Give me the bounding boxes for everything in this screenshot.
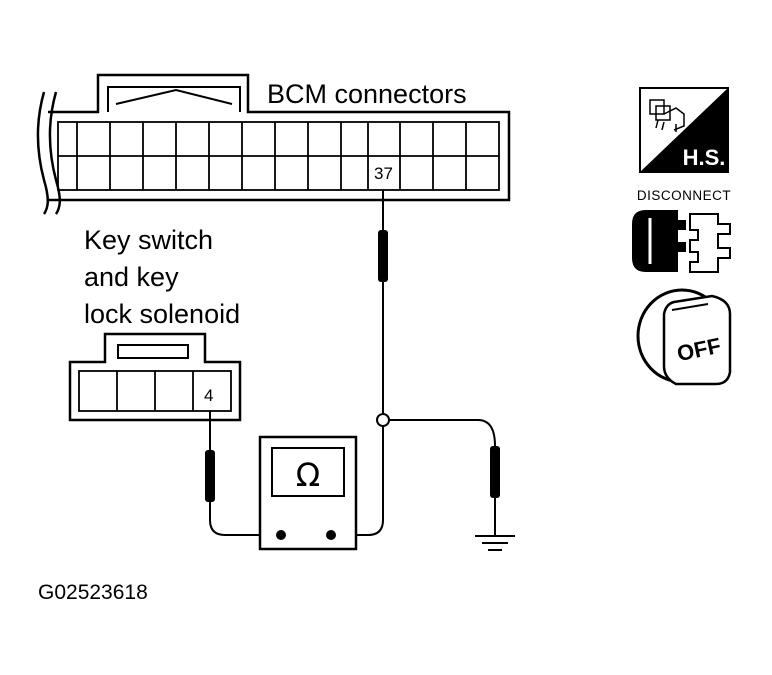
wire-junction — [376, 413, 390, 427]
meter-terminal-negative — [276, 530, 286, 540]
bcm-connector — [36, 73, 511, 215]
disconnect-text: DISCONNECT — [637, 188, 731, 203]
disconnect-icon — [632, 210, 731, 273]
key-switch-label-line1: Key switch — [84, 225, 213, 255]
bcm-connector-label: BCM connectors — [267, 79, 467, 109]
key-switch-label-line2: and key — [84, 262, 179, 292]
key-switch-label-line3: lock solenoid — [84, 299, 240, 329]
probe-ground — [490, 446, 500, 536]
key-switch-connector — [68, 332, 242, 422]
ohm-symbol: Ω — [296, 456, 320, 494]
ohmmeter — [258, 435, 358, 551]
probe-key-switch — [205, 411, 215, 502]
test-wires — [209, 282, 496, 536]
harness-side-icon — [639, 87, 729, 173]
harness-side-text: H.S. — [683, 145, 726, 170]
bcm-cavity-grid — [57, 121, 500, 191]
meter-terminal-positive — [326, 530, 336, 540]
probe-bcm — [378, 190, 388, 282]
bcm-pin-number: 37 — [374, 164, 393, 183]
figure-id: G02523618 — [38, 581, 148, 604]
ignition-off-icon — [636, 288, 732, 386]
ground-symbol — [475, 535, 515, 551]
key-switch-pin-number: 4 — [204, 386, 213, 405]
